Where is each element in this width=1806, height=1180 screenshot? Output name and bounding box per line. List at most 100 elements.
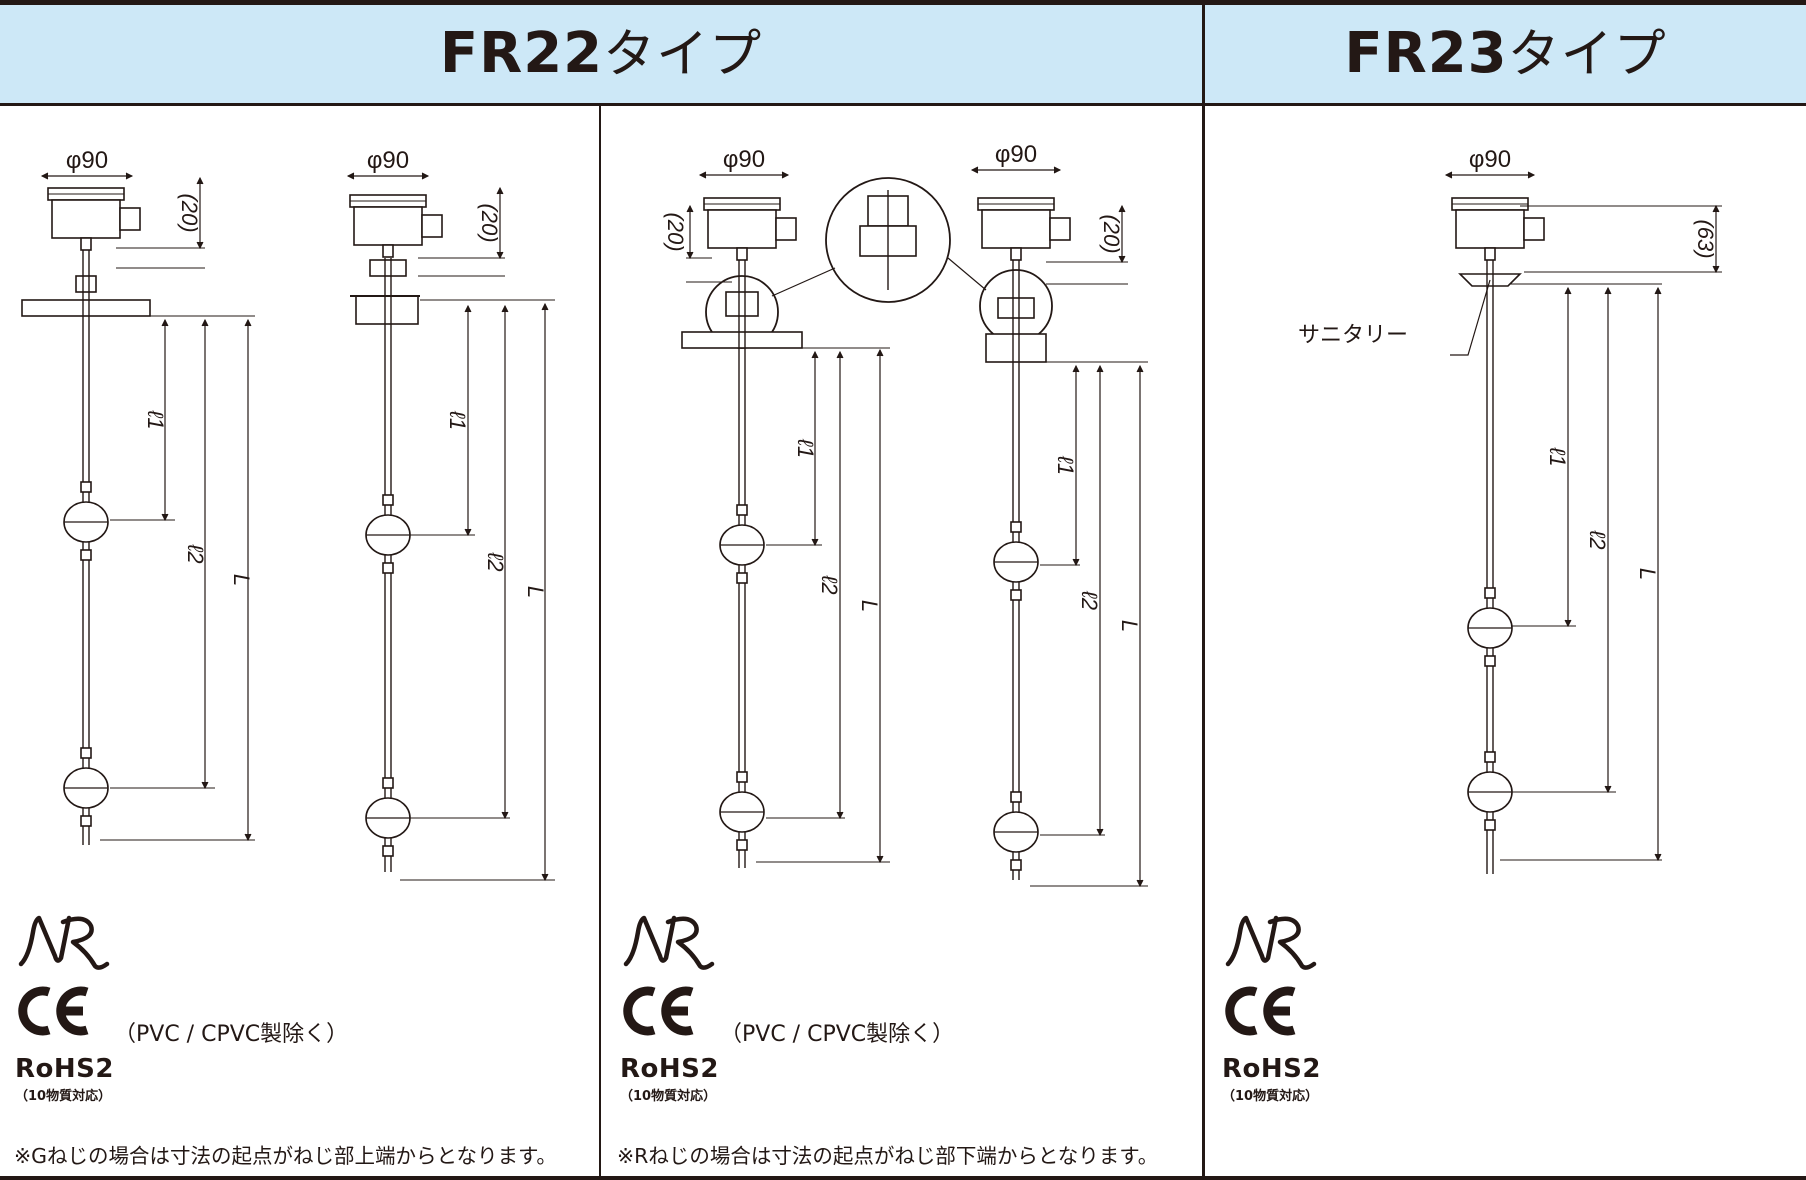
head-body: [353, 206, 423, 246]
fr22-flange-head: [47, 187, 141, 251]
rohs-sub-label: （10物質対応）: [15, 1089, 112, 1104]
arrow-head: [496, 251, 504, 260]
header-fr23-model: FR23: [1344, 21, 1508, 86]
arrow-head: [1527, 171, 1536, 179]
dimension-label: L: [1117, 620, 1142, 632]
float-upper: [993, 521, 1039, 601]
thread-fitting: [355, 295, 419, 325]
union-fitting: [75, 275, 97, 293]
float-upper: [1467, 587, 1513, 667]
dimension-label: ℓ1: [793, 438, 818, 458]
header-fr22: FR22タイプ: [0, 5, 1202, 103]
dimension-label: ℓ1: [143, 409, 168, 429]
float-lower: [365, 777, 411, 857]
dimension-label: L: [857, 600, 882, 612]
arrow-head: [1136, 879, 1144, 888]
dim-L: L: [1117, 364, 1144, 888]
cert-block-2: RoHS2 （10物質対応）: [620, 912, 720, 1104]
dimension-label: L: [229, 574, 254, 586]
screw-body: [369, 259, 407, 277]
arrow-head: [1564, 619, 1572, 628]
note-r-thread: ※Rねじの場合は寸法の起点がねじ部下端からとなります。: [617, 1144, 1159, 1168]
arrow-head: [1604, 286, 1612, 295]
stopper-top: [1484, 751, 1496, 763]
dimension-label: ℓ2: [1585, 529, 1610, 549]
dimension-label: φ90: [1469, 146, 1511, 173]
arrow-head: [346, 172, 355, 180]
fr22-detail-diameter-1: φ90: [698, 146, 790, 179]
arrow-head: [686, 251, 694, 260]
top-border: [0, 0, 1806, 5]
head-neck: [382, 244, 394, 258]
float-lower: [993, 791, 1039, 871]
head-neck: [1484, 247, 1496, 261]
stopper-top: [736, 771, 748, 783]
bottom-border: [0, 1176, 1806, 1180]
stopper-bottom: [382, 562, 394, 574]
arrow-head: [464, 528, 472, 537]
arrow-head: [421, 172, 430, 180]
arrow-head: [1136, 364, 1144, 373]
stopper-bottom: [382, 845, 394, 857]
ce-mark-icon: [1225, 986, 1296, 1036]
arrow-head: [196, 176, 204, 185]
arrow-head: [1118, 204, 1126, 213]
nr-mark-icon: [1225, 915, 1317, 970]
dimension-label: ℓ1: [1545, 446, 1570, 466]
dimension-label: φ90: [66, 147, 108, 174]
divider-fr22-columns: [599, 106, 601, 1180]
arrow-head: [1096, 828, 1104, 837]
arrow-head: [1444, 171, 1453, 179]
arrow-head: [161, 318, 169, 327]
arrow-head: [501, 811, 509, 820]
fr22-flange-stem: [82, 250, 90, 845]
arrow-head: [244, 833, 252, 842]
dim-cap-height: (20): [663, 204, 694, 260]
arrow-head: [811, 538, 819, 547]
dim-cap-height: (20): [477, 186, 504, 260]
arrow-head: [464, 304, 472, 313]
dimension-label: (20): [477, 203, 502, 242]
arrow-head: [496, 186, 504, 195]
conduit-port: [421, 214, 443, 238]
head-neck: [80, 237, 92, 251]
dim-l1: ℓ1: [1053, 364, 1080, 567]
arrow-head: [1072, 558, 1080, 567]
arrow-head: [781, 171, 790, 179]
stopper-top: [1484, 587, 1496, 599]
arrow-head: [1604, 785, 1612, 794]
dimension-label: (20): [177, 193, 202, 232]
rohs-label: RoHS2: [1222, 1054, 1321, 1084]
float-upper: [719, 504, 765, 584]
sanitary-label: サニタリー: [1298, 322, 1408, 347]
dim-l1: ℓ1: [143, 318, 169, 522]
fr22-detail-flange-head: [703, 197, 797, 261]
dimension-label: φ90: [723, 146, 765, 173]
dim-L: L: [523, 302, 549, 882]
arrow-head: [836, 350, 844, 359]
stopper-top: [80, 747, 92, 759]
stopper-top: [1010, 791, 1022, 803]
stopper-bottom: [1010, 589, 1022, 601]
conduit-port: [119, 207, 141, 231]
stopper-bottom: [736, 572, 748, 584]
dim-L: L: [1635, 286, 1662, 862]
dim-l2: ℓ2: [1585, 286, 1612, 794]
stopper-bottom: [1010, 859, 1022, 871]
arrow-head: [125, 172, 134, 180]
head-neck: [736, 247, 748, 261]
dimension-label: φ90: [367, 147, 409, 174]
arrow-head: [836, 811, 844, 820]
fr23-diameter: φ90: [1444, 146, 1536, 179]
dimension-label: ℓ2: [183, 543, 208, 563]
thread-union: [997, 297, 1035, 319]
conduit-port: [1049, 217, 1071, 241]
flange-union: [725, 291, 759, 317]
fr22-detail-diameter-2: φ90: [970, 141, 1062, 174]
arrow-head: [1564, 286, 1572, 295]
fr22-screw-head: [349, 194, 443, 258]
dim-l1: ℓ1: [445, 304, 472, 537]
dimension-label: ℓ1: [1053, 455, 1078, 475]
dim-cap-height: (63): [1693, 204, 1720, 274]
